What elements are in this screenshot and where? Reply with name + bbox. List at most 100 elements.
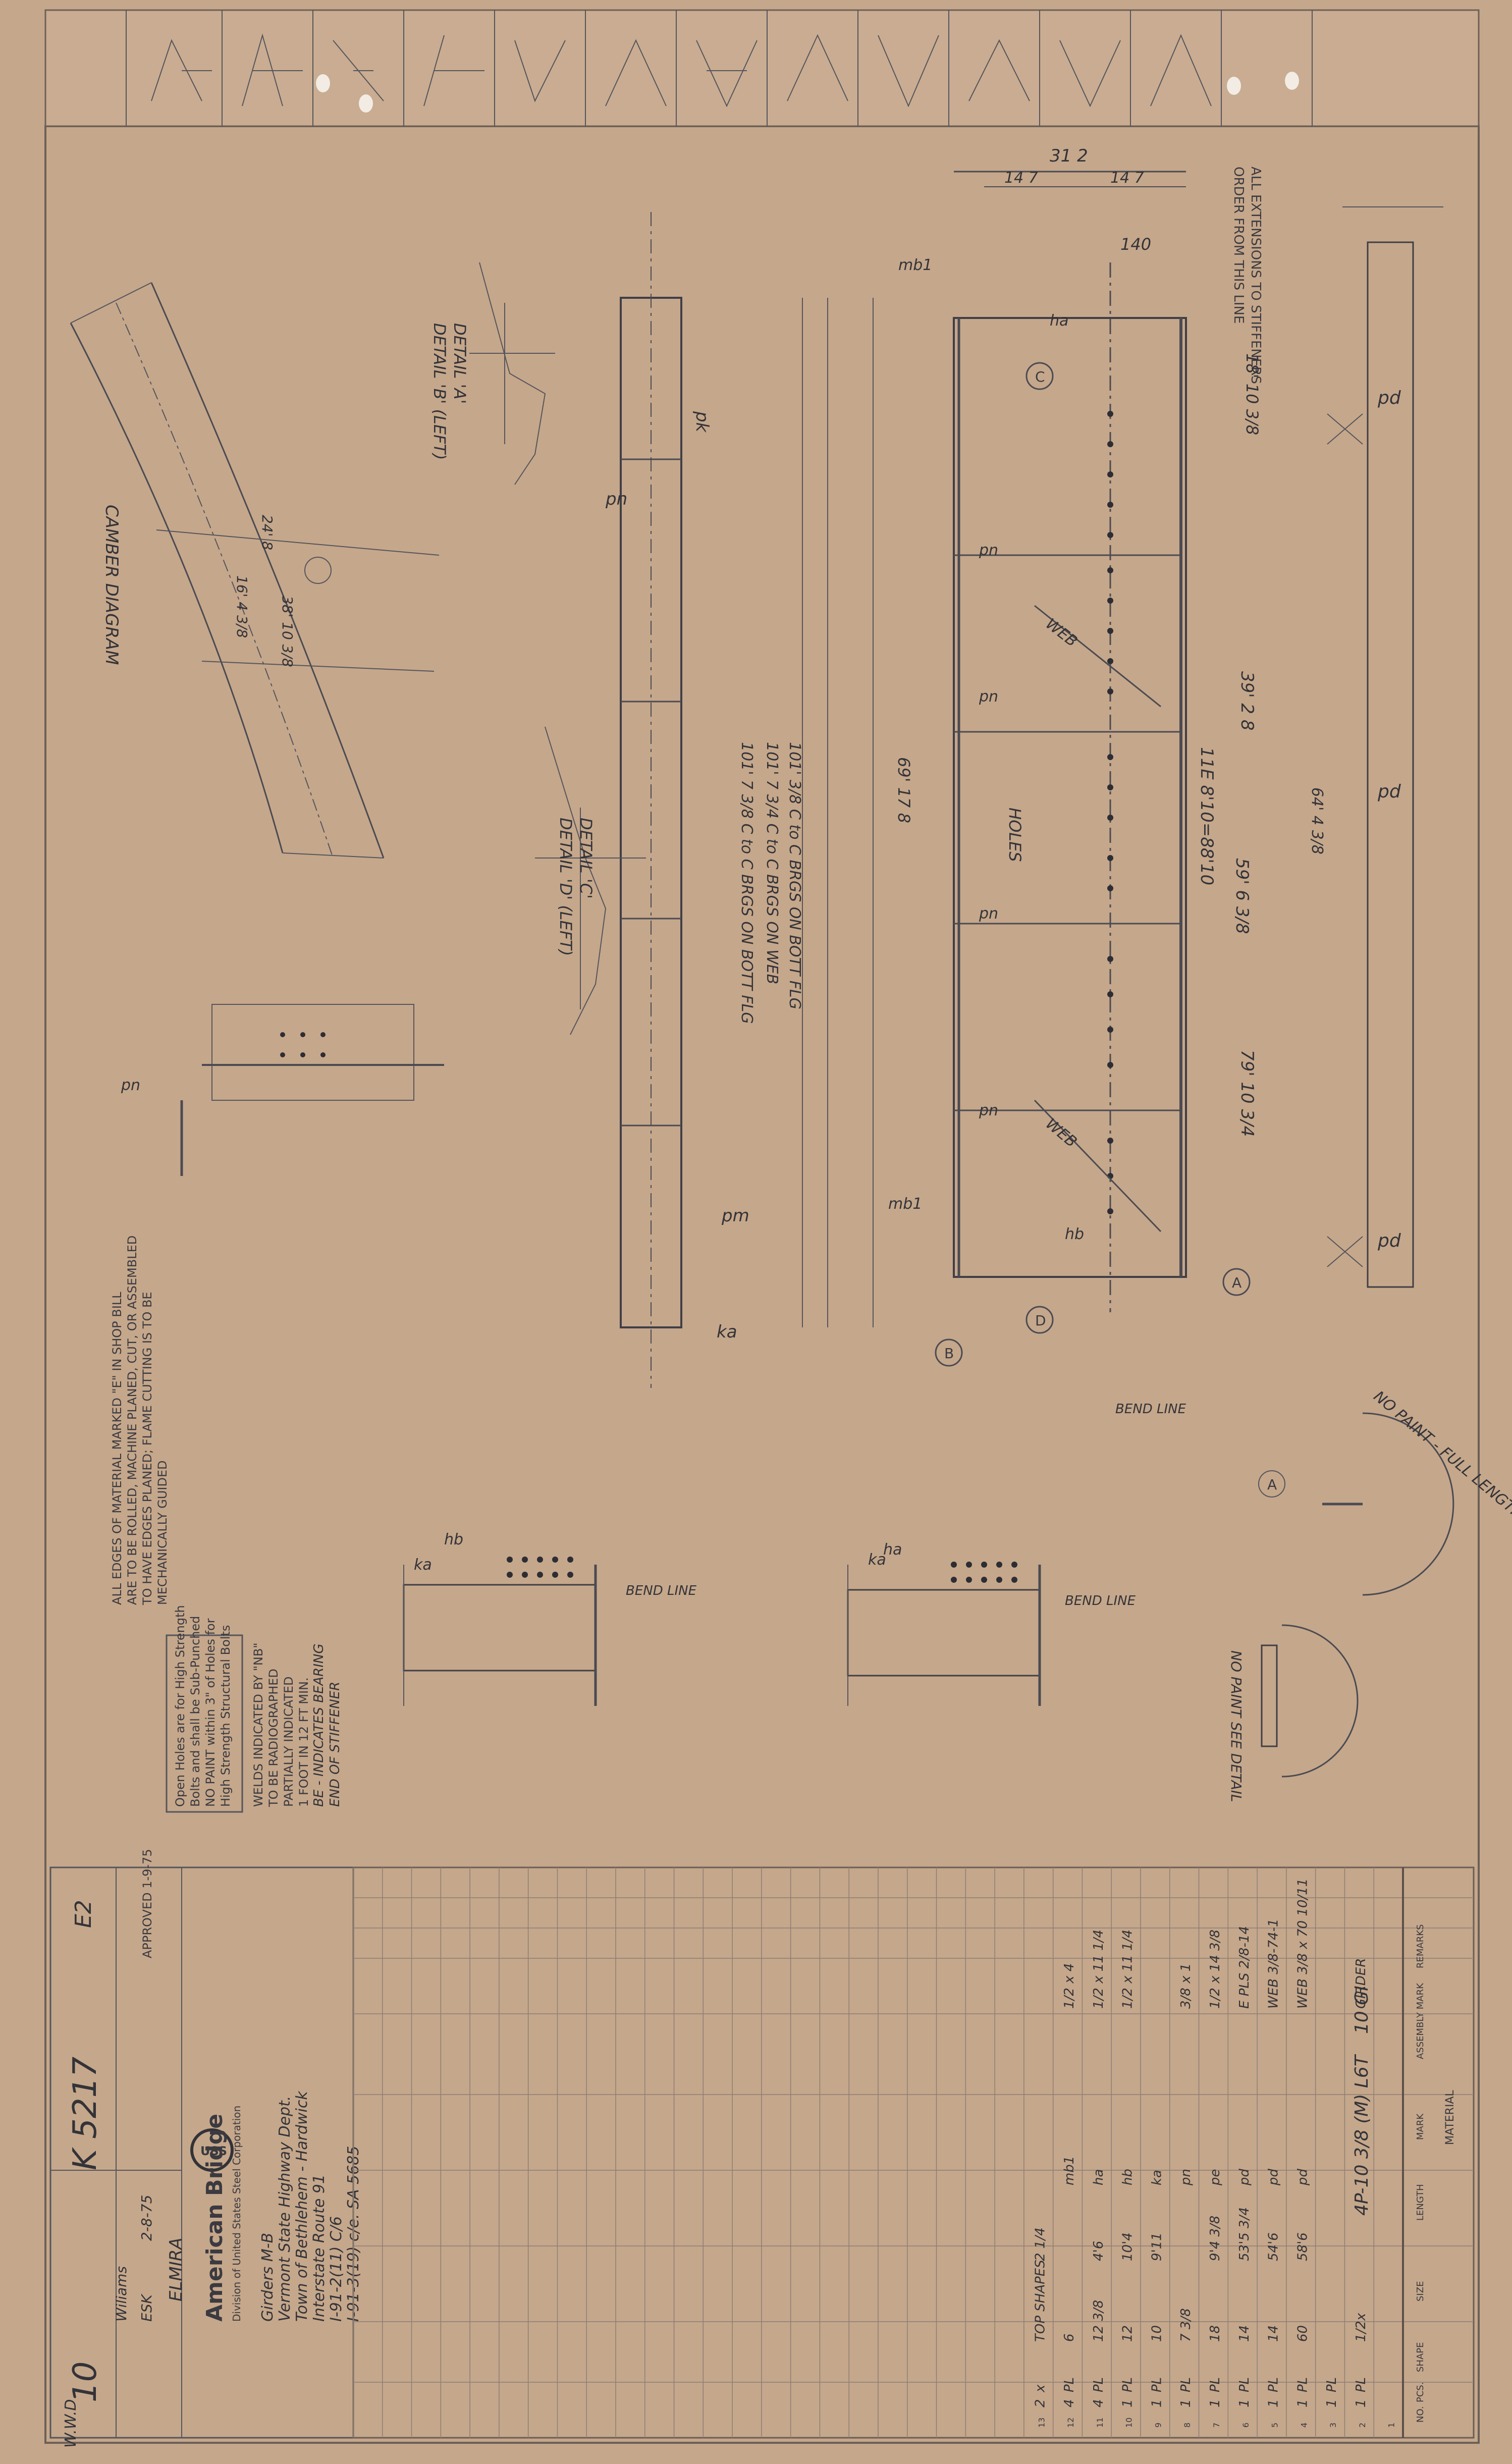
bom-header-1: PCS.	[1415, 2382, 1426, 2402]
mark-ha-top: ha	[1050, 312, 1068, 330]
bom-cell: 6	[1062, 2333, 1077, 2342]
bom-cell: 60	[1295, 2325, 1310, 2342]
bom-cell: 9	[1153, 2423, 1163, 2428]
bom-cell: 6	[1241, 2423, 1251, 2428]
callout-c	[1025, 362, 1054, 390]
bend-line-left: BEND LINE	[626, 1583, 697, 1598]
bom-cell: 2 1/4	[1033, 2227, 1048, 2261]
bom-cell: 12 3/8	[1091, 2300, 1106, 2342]
camber-diagram-title: CAMBER DIAGRAM	[101, 505, 122, 665]
uss-logo-text: USS	[200, 2144, 227, 2158]
girder-elevation: 31 2 14 7 14 7 140 WEB WEB	[888, 146, 1326, 1367]
bom-header-3: SIZE	[1415, 2281, 1426, 2301]
shop-note-1: ALL EDGES OF MATERIAL MARKED "E" IN SHOP…	[110, 1292, 124, 1605]
dim-girder-6: 69' 17 8	[894, 757, 913, 823]
bom-cell: 10	[1149, 2325, 1164, 2342]
bom-cell: PL	[1091, 2377, 1106, 2392]
bom-girder-mark: 4P-10 3/8 (M) L6T	[1352, 2054, 1372, 2216]
mark-hb-lower-left: hb	[444, 1531, 463, 1548]
bom-cell: WEB 3/8 x 70 10/11	[1295, 1879, 1310, 2009]
bom-header-2: SHAPE	[1415, 2342, 1426, 2372]
mark-ka-lower-left: ka	[414, 1556, 432, 1574]
bolt-note-4: High Strength Structural Bolts	[219, 1625, 233, 1807]
bottom-flange-elevation: pk pn pm ka 101' 7 3/8 C to C BRGS ON BO…	[605, 212, 874, 1388]
bom-cell: PL	[1237, 2377, 1252, 2392]
drawn-by: ESK	[138, 2293, 155, 2322]
callout-c-label: C	[1035, 368, 1045, 385]
dim-girder-3: 59' 6 3/8	[1232, 858, 1252, 934]
bom-cell: pd	[1266, 2168, 1281, 2186]
bom-header-7: REMARKS	[1415, 1924, 1426, 1968]
bom-cell: PL	[1149, 2377, 1164, 2392]
welds-note-2: TO BE RADIOGRAPHED	[266, 1669, 281, 1807]
bom-cell: ha	[1091, 2169, 1106, 2185]
bom-cell: PL	[1295, 2377, 1310, 2392]
end-section: pn	[121, 1004, 444, 1176]
bom-cell: 1	[1237, 2399, 1252, 2407]
bom-cell: 1	[1120, 2399, 1136, 2407]
weld-symbol-strip	[44, 9, 1480, 127]
callout-a-label: A	[1232, 1274, 1241, 1291]
approval-block: APPROVED 1-9-75	[140, 1849, 154, 1958]
bom-cell: 9'4 3/8	[1208, 2216, 1223, 2261]
dim-girder-spacing: 11E 8'10=88'10	[1197, 747, 1217, 885]
bom-cell: PL	[1266, 2377, 1281, 2392]
bom-cell: x	[1033, 2384, 1048, 2393]
camber-dim-2: 24' 8	[259, 515, 276, 550]
bom-cell: 3/8 x 1	[1178, 1963, 1194, 2009]
bom-cell: pd	[1295, 2168, 1310, 2186]
bom-cell: PL	[1354, 2377, 1369, 2392]
shop-note-2: ARE TO BE ROLLED, MACHINE PLANED, CUT, O…	[125, 1236, 139, 1605]
drawing-date: 2-8-75	[138, 2195, 155, 2241]
mark-pn-left: pn	[605, 489, 627, 509]
mark-hb-bottom: hb	[1065, 1225, 1084, 1243]
bom-cell: PL	[1120, 2377, 1136, 2392]
bom-cell: 5	[1270, 2423, 1280, 2428]
mark-pd-1: pd	[1377, 388, 1401, 408]
bom-cell: 18	[1208, 2325, 1223, 2342]
bom-cell: 1/2 x 14 3/8	[1208, 1930, 1223, 2009]
bolt-note-3: NO PAINT within 3" of Holes for	[203, 1618, 218, 1807]
callout-d-label: D	[1035, 1312, 1046, 1329]
bom-cell: 58'6	[1295, 2232, 1310, 2261]
mark-pd-3: pd	[1377, 1230, 1401, 1251]
detail-d-title: DETAIL 'D' (LEFT)	[556, 818, 575, 956]
girder-web-outline	[953, 317, 1187, 1278]
project-line-4: Interstate Route 91	[310, 2174, 328, 2322]
detail-a-title: DETAIL 'A'	[450, 323, 469, 404]
bom-header-0: NO.	[1415, 2406, 1426, 2423]
bom-cell: 1/2 x 4	[1062, 1963, 1077, 2009]
dim-span-3: 101' 3/8 C to C BRGS ON BOTT FLG	[786, 742, 803, 1009]
detail-b-title: DETAIL 'B' (LEFT)	[430, 323, 449, 460]
drawing-code: E2	[71, 1900, 96, 1928]
bom-cell: pd	[1237, 2168, 1252, 2186]
bom-cell: WEB 3/8-74-1	[1266, 1919, 1281, 2009]
extensions-note-line-2: ORDER FROM THIS LINE	[1231, 167, 1246, 324]
callout-a-lower: A	[1267, 1476, 1277, 1493]
bom-cell: PL	[1324, 2377, 1339, 2392]
bom-cell: 1	[1354, 2399, 1369, 2407]
notes-block: ALL EDGES OF MATERIAL MARKED "E" IN SHOP…	[110, 1236, 343, 1813]
bom-cell: 1	[1149, 2399, 1164, 2407]
bom-cell: 12	[1120, 2325, 1136, 2342]
bom-cell: PL	[1178, 2377, 1194, 2392]
mark-pn-4: pn	[979, 1102, 998, 1119]
bom-cell: 1	[1387, 2423, 1396, 2428]
bom-cell: 1	[1266, 2399, 1281, 2407]
detail-c-d: DETAIL 'C' DETAIL 'D' (LEFT)	[535, 726, 646, 1035]
bom-cell: 8	[1182, 2423, 1192, 2428]
bom-header-5: MARK	[1415, 2113, 1426, 2140]
welds-note-3: PARTIALLY INDICATED	[282, 1677, 296, 1807]
bom-cell: ka	[1149, 2170, 1164, 2185]
holes-label: HOLES	[1005, 808, 1024, 862]
bom-cell: 13	[1037, 2418, 1046, 2428]
office: ELMIRA	[166, 2237, 186, 2301]
dim-span-2: 101' 7 3/4 C to C BRGS ON WEB	[763, 742, 781, 984]
project-line-1: Girders M-B	[259, 2233, 277, 2322]
bom-cell: 2	[1033, 2399, 1048, 2407]
shop-note-4: MECHANICALLY GUIDED	[155, 1460, 170, 1605]
camber-diagram: CAMBER DIAGRAM 38' 10 3/8 24' 8 16' 4 3/…	[70, 282, 440, 859]
